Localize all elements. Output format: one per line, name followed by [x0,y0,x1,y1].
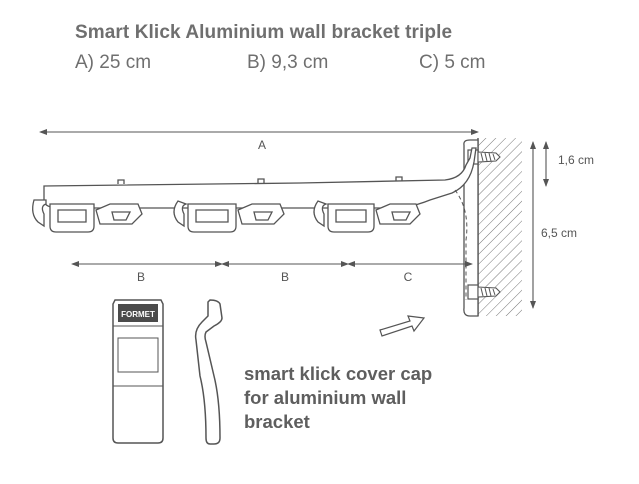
cover-cap-side [194,299,223,445]
label-a: A [258,138,266,152]
dimension-c: C) 5 cm [419,52,486,73]
dimension-line-top-offset: 1,6 cm [543,141,594,187]
screw-bottom [467,284,501,300]
label-c: C [404,270,413,284]
caption-line-1: smart klick cover cap [244,363,433,384]
rail-1 [32,199,143,233]
label-b1: B [137,270,145,284]
dimension-line-b1: B [71,261,223,284]
rail-2 [173,200,285,233]
label-b2: B [281,270,289,284]
cover-cap-front: FORMET [112,299,164,444]
wall-plate [463,139,479,317]
page-title: Smart Klick Aluminium wall bracket tripl… [75,22,453,43]
dimension-line-a: A [39,129,479,152]
label-screw-spacing: 6,5 cm [541,226,577,240]
rail-3 [313,200,421,233]
dimension-b: B) 9,3 cm [247,52,329,73]
cover-cap-logo: FORMET [121,310,155,319]
dimension-line-screw-spacing: 6,5 cm [530,141,577,309]
cover-cap-caption: smart klick cover cap for aluminium wall… [244,362,432,434]
dimension-line-c: C [347,261,473,284]
caption-line-3: bracket [244,411,310,432]
dimension-a: A) 25 cm [75,52,152,73]
dimension-line-b2: B [221,261,349,284]
label-top-offset: 1,6 cm [558,153,594,167]
caption-line-2: for aluminium wall [244,387,407,408]
direction-arrow [379,315,426,337]
